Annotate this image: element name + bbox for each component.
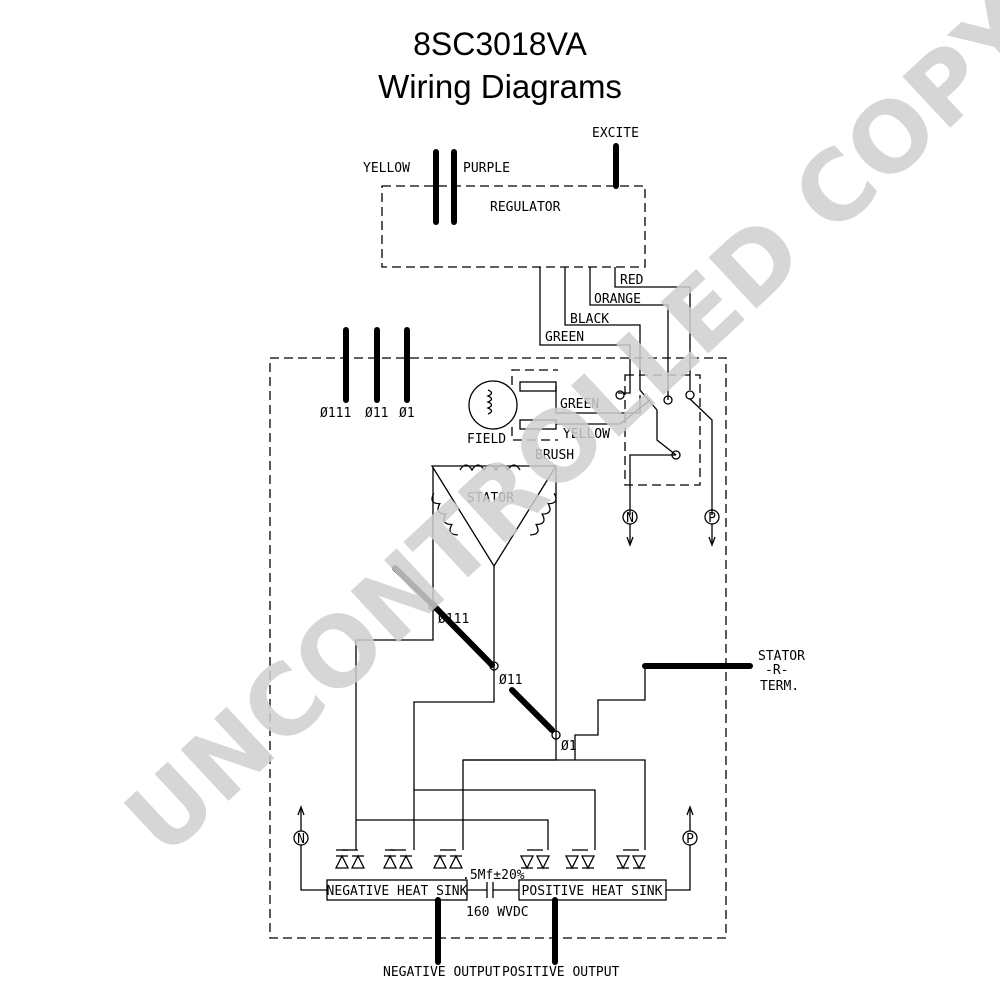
p-arrow-head xyxy=(708,536,716,547)
route-1 xyxy=(462,735,557,850)
n-arrow-head xyxy=(626,536,634,547)
yellow-label: YELLOW xyxy=(363,161,410,176)
regulator-box xyxy=(381,185,646,268)
red-wire-label: RED xyxy=(620,273,644,288)
phase-1-bar xyxy=(509,687,555,733)
purple-label: PURPLE xyxy=(463,161,510,176)
stator-winding-left xyxy=(431,493,458,536)
phase-111-label: Ø111 xyxy=(320,406,351,421)
field-coil xyxy=(468,380,518,430)
node-1-label: Ø1 xyxy=(561,739,577,754)
stator-term-line1: STATOR xyxy=(758,649,805,664)
green-wire xyxy=(539,267,631,394)
bus-11 xyxy=(414,789,596,850)
n-bottom-wire xyxy=(300,845,327,891)
negative-heat-sink-label: NEGATIVE HEAT SINK xyxy=(327,884,468,899)
n-bottom-arrowhead xyxy=(297,805,305,816)
positive-output-label: POSITIVE OUTPUT xyxy=(502,965,620,980)
black-wire-label: BLACK xyxy=(570,312,609,327)
phase-11-label: Ø11 xyxy=(365,406,388,421)
stator-winding-right xyxy=(530,493,557,536)
alternator-housing xyxy=(269,357,727,939)
phase-111-bar xyxy=(392,565,436,608)
bus-1 xyxy=(463,759,646,850)
field-yellow-wire xyxy=(556,399,651,425)
brush-holder-top xyxy=(511,369,558,385)
stator-winding-top xyxy=(459,464,521,472)
terminal-2 xyxy=(663,395,673,405)
phase-11-bar xyxy=(430,602,495,668)
field-label: FIELD xyxy=(467,432,506,447)
brush-label: BRUSH xyxy=(535,448,574,463)
capacitor-value: .5Mf±20% xyxy=(462,868,525,883)
black-wire xyxy=(564,267,658,411)
p-lead-top xyxy=(689,398,713,515)
bus-111 xyxy=(356,819,549,850)
excite-label: EXCITE xyxy=(592,126,639,141)
capacitor-rating: 160 WVDC xyxy=(466,905,529,920)
p-terminal-bottom-label: P xyxy=(686,832,694,847)
stator-term-line2: -R- xyxy=(765,663,788,678)
field-winding xyxy=(486,389,493,415)
diagram-title: 8SC3018VA xyxy=(413,26,587,62)
terminal-block xyxy=(624,374,701,486)
field-green-label: GREEN xyxy=(560,397,599,412)
p-terminal-top-label: P xyxy=(708,511,716,526)
red-wire xyxy=(614,267,691,390)
n-terminal-bottom-label: N xyxy=(297,832,305,847)
orange-wire xyxy=(589,267,669,400)
stator-label: STATOR xyxy=(467,491,514,506)
terminal-1 xyxy=(615,390,625,400)
positive-diodes xyxy=(519,855,647,870)
stator-delta xyxy=(430,465,558,568)
field-yellow-label: YELLOW xyxy=(563,427,610,442)
diagram-subtitle: Wiring Diagrams xyxy=(378,68,622,105)
orange-wire-label: ORANGE xyxy=(594,292,641,307)
p-bottom-wire xyxy=(666,845,691,891)
uncontrolled-copy-watermark: UNCONTROLLED COPY xyxy=(104,0,1000,877)
field-green-wire xyxy=(555,386,641,414)
node-11-label: Ø11 xyxy=(499,673,522,688)
negative-diodes xyxy=(334,849,464,869)
n-terminal-top-label: N xyxy=(626,511,634,526)
stator-term-wire xyxy=(574,666,646,760)
phase-1-label: Ø1 xyxy=(399,406,415,421)
regulator-label: REGULATOR xyxy=(490,200,561,215)
negative-output-label: NEGATIVE OUTPUT xyxy=(383,965,501,980)
node-111-label: Ø111 xyxy=(438,612,469,627)
green-wire-label: GREEN xyxy=(545,330,584,345)
brush-holder-bottom xyxy=(511,427,558,441)
p-bottom-arrowhead xyxy=(686,805,694,816)
stator-term-line3: TERM. xyxy=(760,679,799,694)
route-111 xyxy=(355,606,434,850)
route-11 xyxy=(413,666,495,850)
positive-heat-sink-label: POSITIVE HEAT SINK xyxy=(522,884,663,899)
internal-link xyxy=(656,410,677,456)
n-lead-top xyxy=(629,454,676,515)
